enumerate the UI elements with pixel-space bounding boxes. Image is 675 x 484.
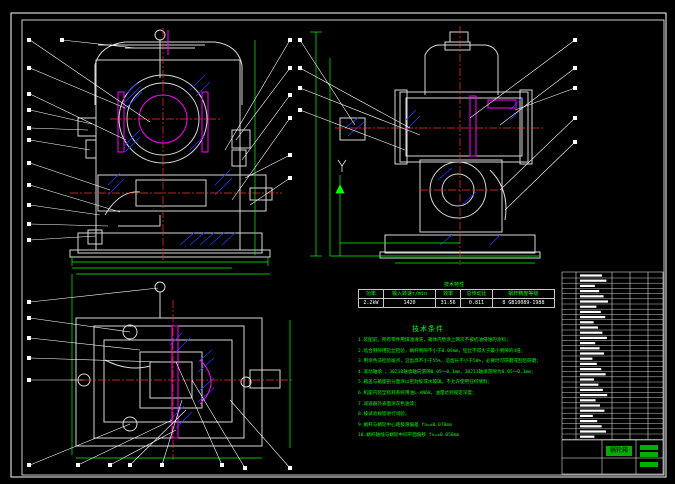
side-view-leaders — [299, 39, 576, 211]
spec-table-value-row: 2.2kW 1420 31.56 0.811 8 GB10089-1988 — [358, 298, 556, 308]
parts-list-text-mark — [580, 388, 603, 391]
parts-list-text-mark — [580, 290, 600, 293]
top-view-leaders — [29, 287, 291, 469]
side-view-centerlines — [335, 26, 545, 265]
parts-list-text-mark — [580, 420, 598, 423]
parts-list-text-mark — [580, 347, 600, 350]
technical-note: 9.蜗杆与蜗轮中心距极限偏差 fa=±0.070mm — [358, 422, 452, 428]
spec-header-ratio: 总传动比 — [460, 289, 493, 299]
spec-header-power: 功率 — [358, 289, 384, 299]
spec-table-header-row: 功率 输入转速r/min 效率 总传动比 蜗杆精度等级 — [358, 289, 556, 299]
parts-list-text-mark — [580, 383, 599, 386]
spec-header-efficiency: 效率 — [435, 289, 462, 299]
side-view-dimensions — [310, 31, 540, 264]
parts-list-text-mark — [580, 274, 602, 277]
parts-list-text-mark — [580, 435, 595, 438]
title-block — [562, 439, 663, 474]
front-view-magenta — [117, 30, 209, 153]
top-view-dimensions — [71, 273, 291, 459]
parts-list-text-mark — [580, 300, 608, 303]
parts-list-text-mark — [580, 331, 603, 334]
parts-list-text-mark — [580, 394, 608, 397]
parts-list-rows — [562, 274, 663, 440]
parts-list-text-mark — [580, 316, 606, 319]
technical-note: 7.减速器外表面涂灰色油漆； — [358, 401, 419, 407]
technical-note: 6.机座内装全损耗系统用油L-AN68，油量达到规定深度； — [358, 390, 477, 396]
parts-list-text-mark — [580, 362, 597, 365]
technical-note: 10.蜗杆轴线与蜗轮中间平面偏移 fx=±0.058mm — [358, 433, 460, 439]
parts-list-text-mark — [580, 368, 602, 371]
spec-value-input-speed: 1420 — [382, 298, 437, 308]
parts-list-text-mark — [580, 352, 604, 355]
parts-list-text-mark — [580, 295, 604, 298]
parts-list-text-mark — [580, 414, 593, 417]
technical-note: 1.装配前，所有零件用煤油清洗，箱体内壁涂上两次不被机油侵蚀的涂料； — [358, 338, 511, 343]
top-view-magenta — [171, 325, 212, 439]
parts-list-text-mark — [580, 399, 596, 402]
parts-list-text-mark — [580, 430, 606, 433]
spec-header-precision: 蜗杆精度等级 — [491, 289, 556, 299]
technical-note: 8.按试验规程进行试验。 — [358, 412, 410, 418]
side-view-magenta — [469, 95, 517, 157]
sheet-border-inner — [21, 19, 665, 476]
technical-note: 2.啮合侧隙用铅丝检验，蜗杆侧隙不小于0.09mm，铅丝不得大于最小侧隙的4倍； — [358, 348, 526, 354]
side-view-hatching — [344, 97, 523, 246]
technical-notes: 1.装配前，所有零件用煤油清洗，箱体内壁涂上两次不被机油侵蚀的涂料； 2.啮合侧… — [358, 336, 560, 442]
spec-table-title: 技术特性 — [443, 282, 464, 288]
parts-list-text-mark — [580, 404, 600, 407]
title-block-drawing-name: 蜗轮箱 — [606, 446, 632, 456]
parts-list-text-mark — [580, 310, 601, 313]
parts-list-text-mark — [580, 378, 594, 381]
spec-value-ratio: 0.811 — [460, 298, 493, 308]
parts-list-text-mark — [580, 321, 594, 324]
sheet-border-outer — [10, 12, 667, 478]
parts-list-text-mark — [580, 305, 597, 308]
parts-list-text-mark — [580, 326, 598, 329]
side-view-leader-dots — [298, 38, 577, 144]
technical-note: 3.用涂色法检验斑点，沿齿高不小于55%，沿齿长不小于50%，必要时可研磨或刮后… — [358, 359, 541, 365]
parts-list-text-mark — [580, 336, 607, 339]
parts-list-text-mark — [580, 357, 593, 360]
front-view-hatching — [107, 74, 237, 246]
spec-header-input-speed: 输入转速r/min — [382, 289, 437, 299]
parts-list-text-mark — [580, 279, 607, 282]
parts-list-text-mark — [580, 284, 595, 287]
spec-value-power: 2.2kW — [358, 298, 384, 308]
top-view-leader-dots — [27, 300, 292, 470]
parts-list-text-mark — [580, 409, 605, 412]
spec-table: 功率 输入转速r/min 效率 总传动比 蜗杆精度等级 2.2kW 1420 3… — [358, 289, 556, 308]
parts-list-text-mark — [580, 425, 602, 428]
front-view-dimensions — [71, 40, 269, 269]
front-view-leaders — [29, 39, 291, 241]
spec-value-precision: 8 GB10089-1988 — [491, 298, 556, 308]
parts-list-text-mark — [580, 373, 606, 376]
parts-list-text-mark — [580, 342, 596, 345]
top-view — [75, 281, 281, 447]
technical-note: 4.滚动轴承 ，30210轴承轴向游隙0.05～0.1mm，30211轴承游隙为… — [358, 369, 536, 375]
technical-notes-title: 技术条件 — [412, 325, 444, 333]
top-view-centerlines — [70, 300, 292, 460]
technical-note: 5.箱盖与箱座剖分面涂以密封胶或水玻璃，不允许使用任何填料； — [358, 380, 493, 386]
front-view-centerlines — [70, 28, 282, 262]
spec-value-efficiency: 31.56 — [435, 298, 462, 308]
front-view-leader-dots — [27, 38, 292, 242]
